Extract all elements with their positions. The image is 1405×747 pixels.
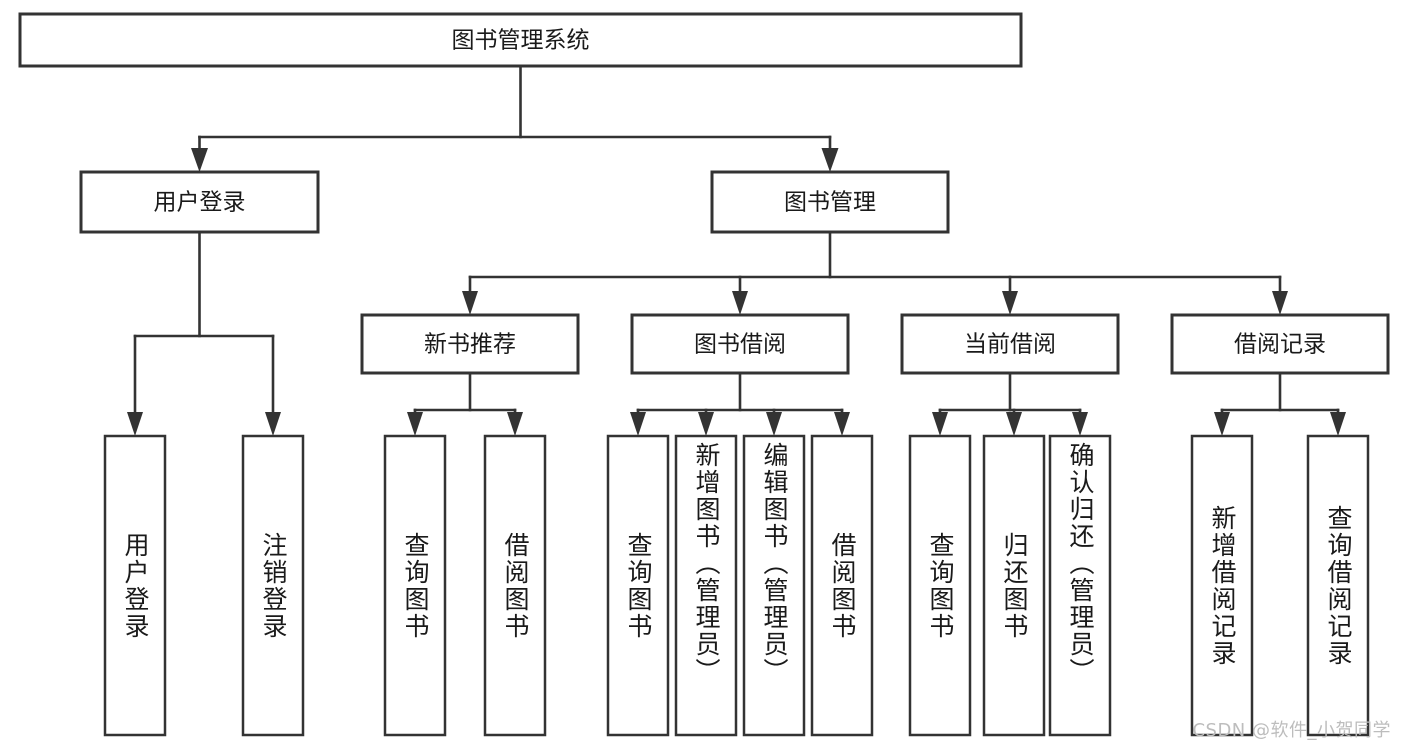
leaf-box-confirm-return-admin[interactable] (1048, 434, 1112, 737)
node-current-borrow[interactable]: 当前借阅 (900, 313, 1120, 375)
node-book-borrow-box (630, 313, 850, 375)
node-new-book-recommend-box (360, 313, 580, 375)
connector-borrow-record-to-leaves (1214, 371, 1346, 436)
node-root-box (18, 12, 1023, 68)
node-book-management[interactable]: 图书管理 (710, 170, 950, 234)
node-current-borrow-box (900, 313, 1120, 375)
watermark-text: CSDN @软件_小贺同学 (1192, 720, 1391, 741)
connector-user-login-to-leaves (127, 230, 281, 436)
node-user-login-label: 用户登录 (154, 190, 246, 216)
node-book-management-label: 图书管理 (784, 190, 876, 216)
arrow-head-icon (1002, 291, 1018, 315)
leaf-box-query-book-new[interactable] (383, 434, 447, 737)
leaf-box-query-book-borrow[interactable] (606, 434, 670, 737)
arrow-head-icon (1006, 412, 1022, 436)
leaf-box-logout[interactable] (241, 434, 305, 737)
arrow-head-icon (932, 412, 948, 436)
arrow-head-icon (1072, 412, 1088, 436)
node-new-book-recommend[interactable]: 新书推荐 (360, 313, 580, 375)
node-book-borrow-label: 图书借阅 (694, 332, 786, 358)
arrow-head-icon (407, 412, 423, 436)
leaf-box-query-borrow-record[interactable] (1306, 434, 1370, 737)
leaf-box-edit-book-admin[interactable] (742, 434, 806, 737)
arrow-head-icon (1214, 412, 1230, 436)
node-current-borrow-label: 当前借阅 (964, 332, 1056, 358)
arrow-head-icon (265, 412, 281, 436)
arrow-head-icon (834, 412, 850, 436)
leaf-box-borrow-book[interactable] (810, 434, 874, 737)
leaf-box-user-login[interactable] (103, 434, 167, 737)
arrow-head-icon (127, 412, 143, 436)
leaf-box-add-borrow-record[interactable] (1190, 434, 1254, 737)
node-borrow-record[interactable]: 借阅记录 (1170, 313, 1390, 375)
node-user-login[interactable]: 用户登录 (79, 170, 320, 234)
leaf-box-add-book-admin[interactable] (674, 434, 738, 737)
arrow-head-icon (766, 412, 782, 436)
connector-new-book-to-leaves (407, 371, 523, 436)
node-root-system[interactable]: 图书管理系统 (18, 12, 1023, 68)
node-borrow-record-box (1170, 313, 1390, 375)
arrow-head-icon (732, 291, 748, 315)
node-borrow-record-label: 借阅记录 (1234, 332, 1326, 358)
node-book-management-box (710, 170, 950, 234)
node-book-borrow[interactable]: 图书借阅 (630, 313, 850, 375)
leaf-box-query-book-current[interactable] (908, 434, 972, 737)
connector-current-borrow-to-leaves (932, 371, 1088, 436)
arrow-head-icon (1272, 291, 1288, 315)
leaf-box-borrow-book-new[interactable] (483, 434, 547, 737)
node-new-book-recommend-label: 新书推荐 (424, 332, 516, 358)
connector-root-to-level2 (191, 64, 839, 172)
connector-book-borrow-to-leaves (630, 371, 850, 436)
node-root-label: 图书管理系统 (452, 28, 590, 54)
connector-book-mgmt-to-level3 (462, 230, 1288, 315)
arrow-head-icon (1330, 412, 1346, 436)
arrow-head-icon (191, 148, 208, 172)
arrow-head-icon (821, 148, 839, 172)
arrow-head-icon (698, 412, 714, 436)
leaf-box-return-book[interactable] (982, 434, 1046, 737)
arrow-head-icon (630, 412, 646, 436)
node-user-login-box (79, 170, 320, 234)
arrow-head-icon (462, 291, 478, 315)
arrow-head-icon (507, 412, 523, 436)
